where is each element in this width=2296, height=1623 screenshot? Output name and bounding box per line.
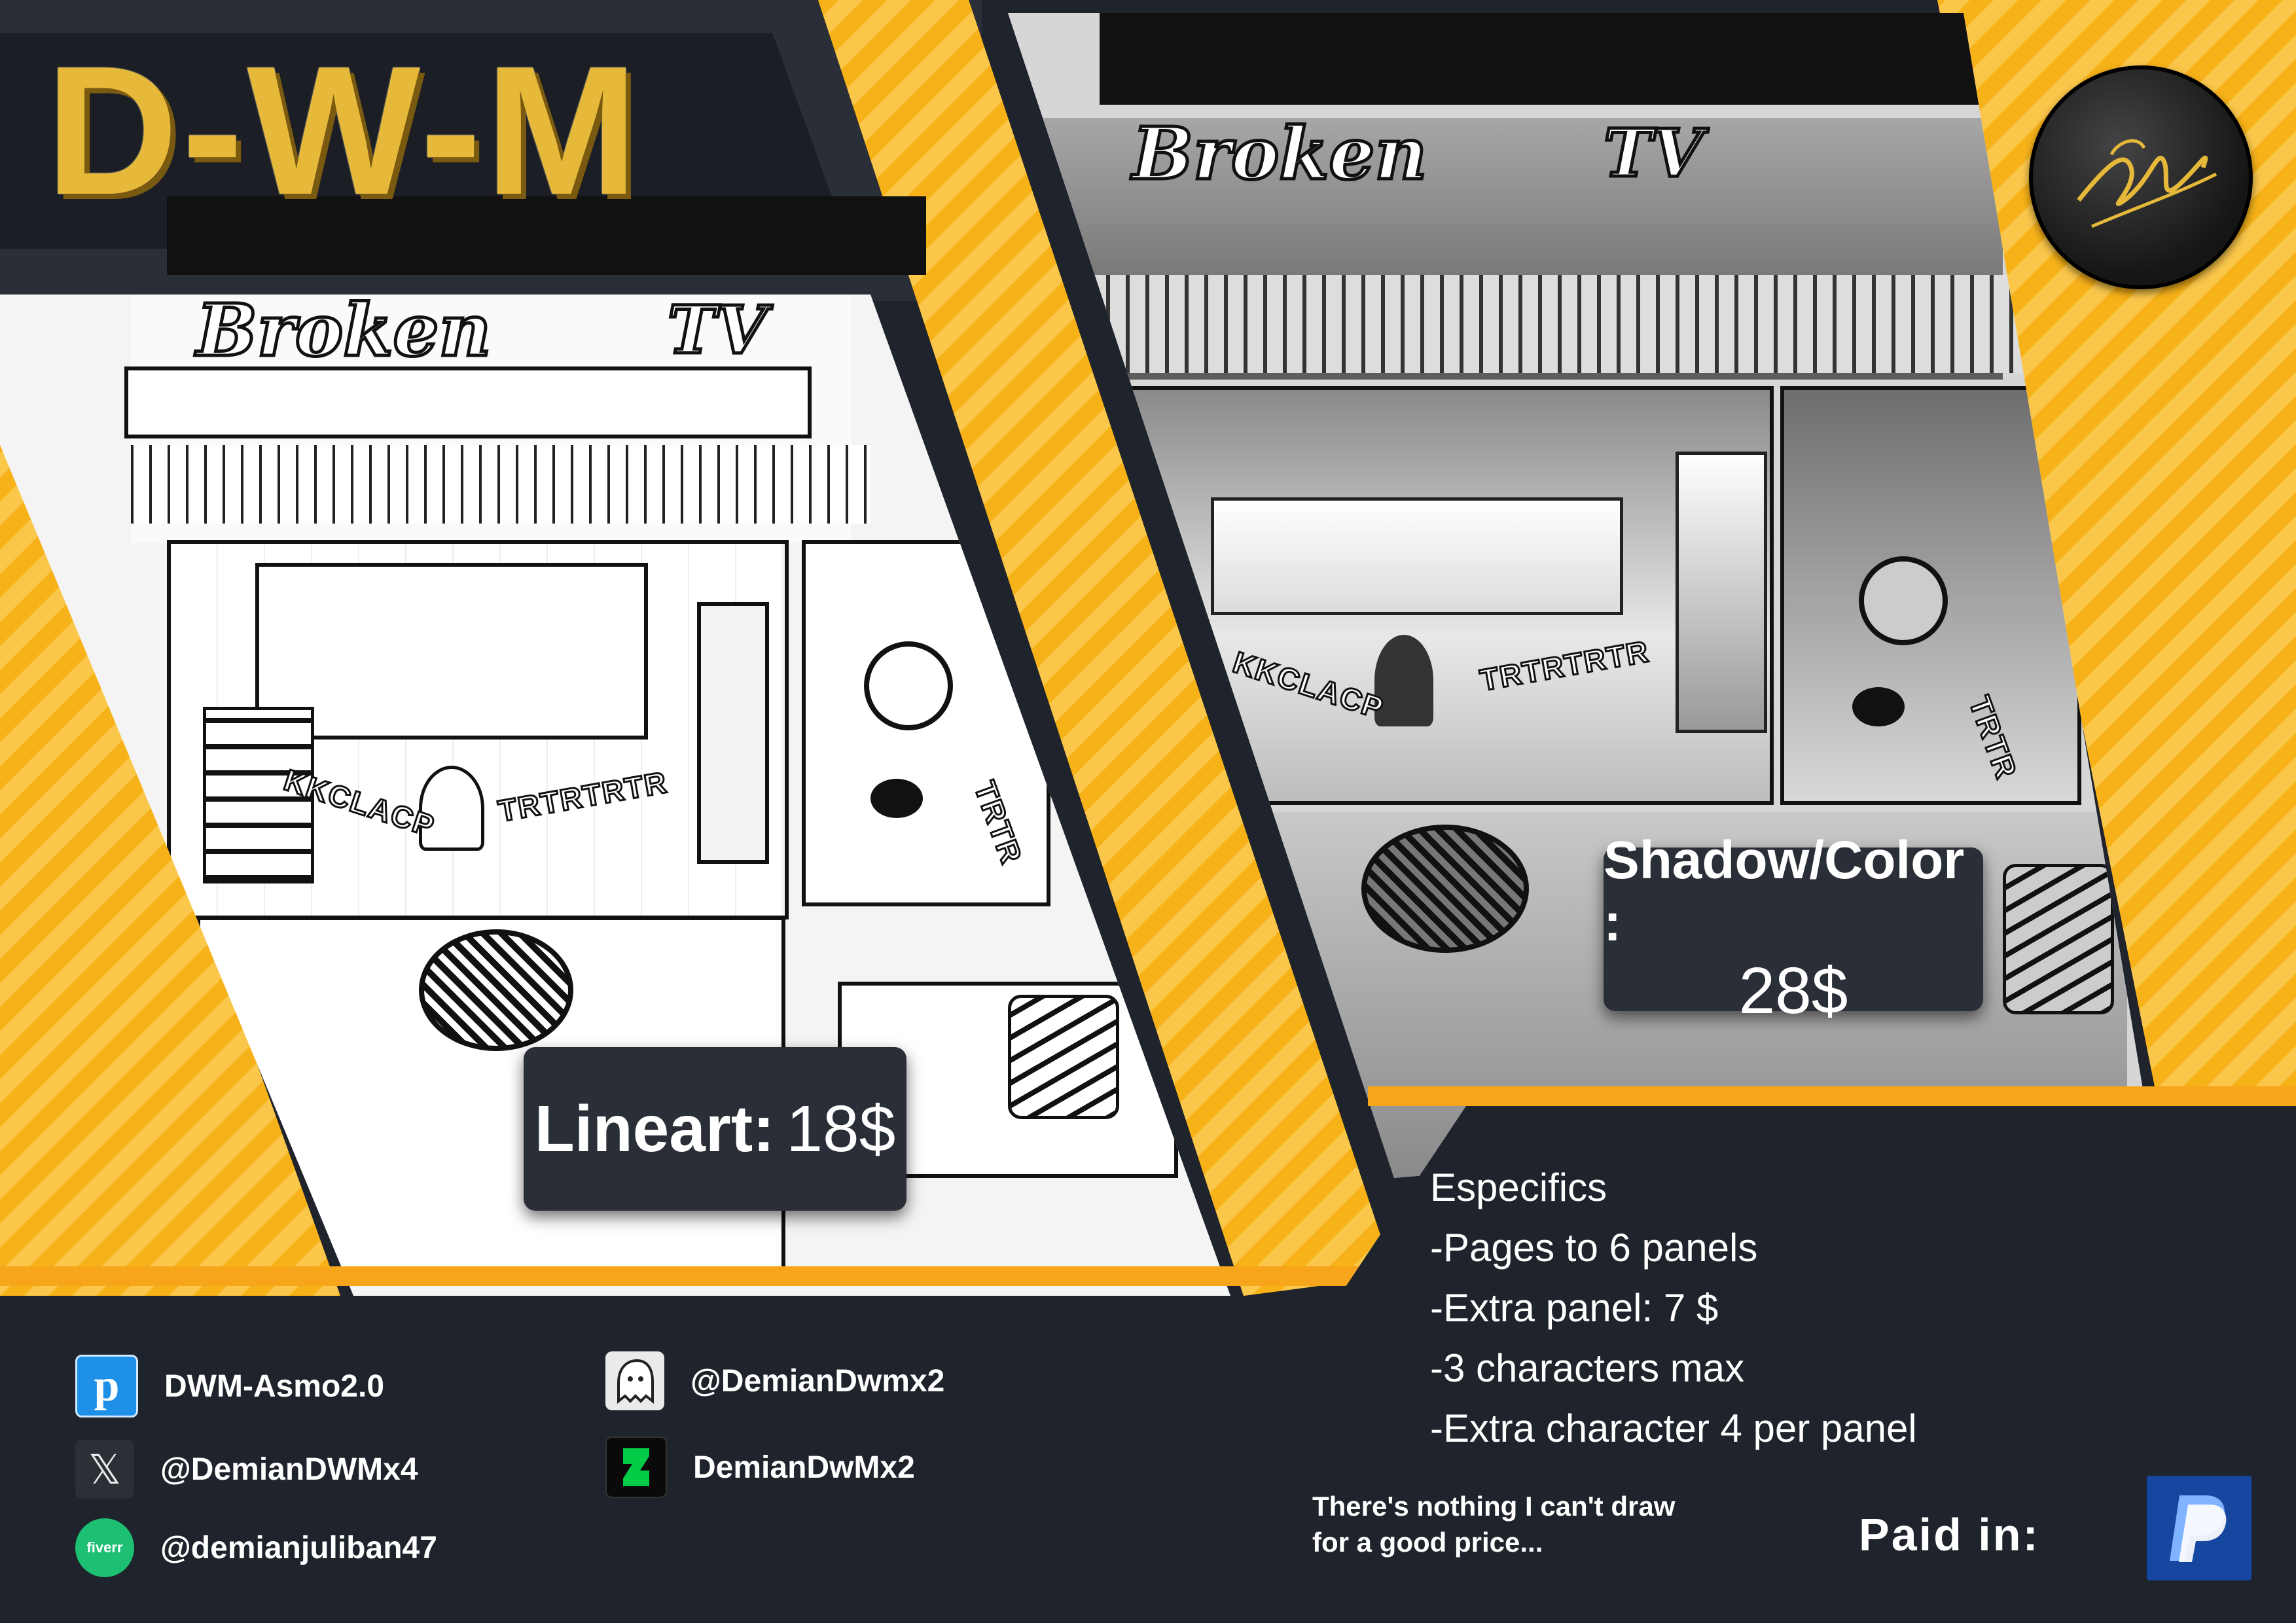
shadow-color-label: Shadow/Color : <box>1604 830 1965 952</box>
fiverr-icon: fiverr <box>75 1518 134 1577</box>
signature-icon <box>2077 139 2217 228</box>
social-handle: @DemianDWMx4 <box>160 1452 418 1487</box>
logo-banner-shadow <box>167 196 926 275</box>
paypal-icon[interactable] <box>2147 1476 2251 1580</box>
lineart-price: 18$ <box>786 1092 896 1166</box>
tagline: There's nothing I can't draw for a good … <box>1312 1489 1675 1560</box>
social-handle: @DemianDwmx2 <box>691 1363 945 1399</box>
shop-sign-tv: TV <box>666 291 768 370</box>
social-pixiv[interactable]: p DWM-Asmo2.0 <box>75 1355 384 1418</box>
shop-sign-text: Broken <box>194 288 492 374</box>
specifics-item: -Extra character 4 per panel <box>1430 1406 1917 1450</box>
pixiv-icon: p <box>75 1355 138 1418</box>
social-fiverr[interactable]: fiverr @demianjuliban47 <box>75 1518 437 1577</box>
social-ghost[interactable]: @DemianDwmx2 <box>605 1351 944 1410</box>
specifics-item: -Extra panel: 7 $ <box>1430 1286 1719 1330</box>
social-deviantart[interactable]: DemianDwMx2 <box>605 1436 915 1498</box>
lineart-price-box: Lineart: 18$ <box>524 1047 906 1211</box>
social-handle: DWM-Asmo2.0 <box>164 1368 385 1404</box>
social-handle: @demianjuliban47 <box>160 1530 437 1565</box>
signature-badge <box>2029 65 2253 289</box>
specifics-item: -3 characters max <box>1430 1346 1745 1390</box>
specifics-heading: Especifics <box>1430 1166 1607 1209</box>
deviantart-icon <box>605 1436 667 1498</box>
social-handle: DemianDwMx2 <box>693 1450 915 1485</box>
lineart-label: Lineart: <box>534 1092 775 1166</box>
paid-in-label: Paid in: <box>1859 1509 2040 1560</box>
shadow-color-price: 28$ <box>1738 954 1848 1027</box>
tagline-line-1: There's nothing I can't draw <box>1312 1491 1676 1522</box>
specifics-item: -Pages to 6 panels <box>1430 1226 1758 1270</box>
x-icon: 𝕏 <box>75 1440 134 1499</box>
shop-sign-text-grey: Broken <box>1130 110 1428 198</box>
shop-sign-tv-grey: TV <box>1602 113 1704 194</box>
social-x[interactable]: 𝕏 @DemianDWMx4 <box>75 1440 418 1499</box>
brand-title: D-W-M <box>46 29 642 233</box>
ghost-icon <box>605 1351 664 1410</box>
tagline-line-2: for a good price... <box>1312 1526 1543 1558</box>
shadow-color-price-box: Shadow/Color : 28$ <box>1604 830 1983 1027</box>
